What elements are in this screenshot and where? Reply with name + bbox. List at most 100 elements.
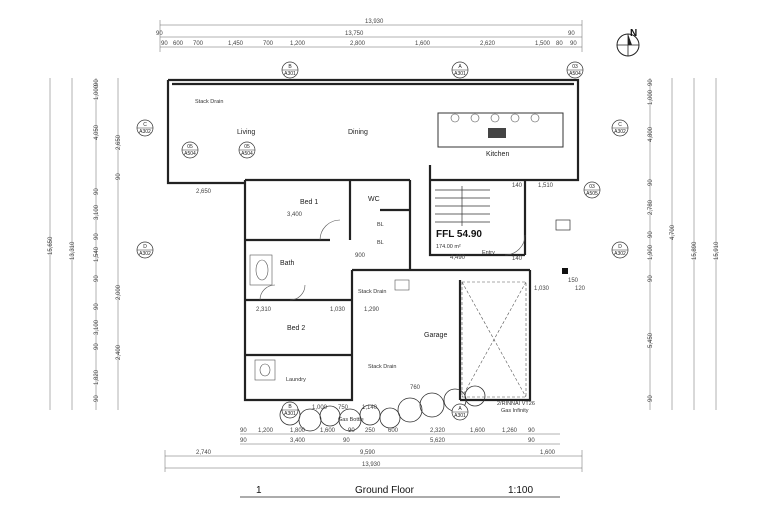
dim-120: 120 (575, 286, 586, 292)
detail-marker-05-a504-a: 05 A504 (181, 141, 199, 159)
marker-03-ref: A504 (569, 71, 581, 77)
top-seg-10: 80 (556, 41, 563, 47)
left-dim-11: 90 (94, 303, 100, 310)
section-marker-a-top: A A301 (451, 61, 469, 79)
section-marker-c-right: C A302 (611, 119, 629, 137)
top-overall-dim: 13,930 (365, 19, 384, 25)
dim-2650: 2,650 (196, 189, 212, 195)
north-label: N (630, 28, 637, 39)
right-dimension-lines (649, 78, 717, 410)
room-kitchen: Kitchen (486, 151, 509, 158)
top-seg-9: 1,500 (535, 41, 551, 47)
right-dim-6: 1,900 (648, 244, 654, 260)
top-seg-0: 90 (161, 41, 168, 47)
landscape-shrubs (279, 385, 486, 432)
dim-4490: 4,490 (450, 255, 466, 261)
bath-fixtures (249, 254, 410, 381)
left-dim-7: 90 (94, 233, 100, 240)
room-dining: Dining (348, 129, 368, 136)
marker-05a-ref: A504 (184, 151, 196, 157)
marker-b-bottom-letter: B (288, 404, 292, 410)
bot1-dim-7: 2,320 (430, 428, 446, 434)
dim-2310: 2,310 (256, 307, 272, 313)
rinnai-note-1: 2/RINNAI VT26 (497, 401, 535, 407)
left-dim-4: 2,650 (116, 134, 122, 150)
detail-marker-05-a504-b: 05 A504 (238, 141, 256, 159)
marker-a-top-ref: A301 (454, 71, 466, 77)
top-end-dim-right: 90 (568, 31, 575, 37)
top-dimension-lines (159, 20, 583, 52)
marker-c-right-letter: C (618, 122, 622, 128)
bot1-dim-2: 1,800 (290, 428, 306, 434)
ffl-label: FFL 54.90 (436, 229, 482, 240)
top-seg-1: 600 (173, 41, 184, 47)
left-dim-16: 90 (94, 395, 100, 402)
top-seg-2: 700 (193, 41, 204, 47)
gas-bottle-note: Gas Bottle (338, 417, 364, 423)
right-dim-1: 1,000 (648, 89, 654, 105)
dim-140-b: 140 (512, 256, 523, 262)
marker-b-top-letter: B (288, 64, 292, 70)
room-bl-1: BL (377, 222, 384, 228)
right-dim-3: 90 (648, 179, 654, 186)
top-seg-8: 2,620 (480, 41, 496, 47)
marker-c-left-ref: A302 (139, 129, 151, 135)
bot2-dim-1: 3,400 (290, 438, 306, 444)
bot1-dim-0: 90 (240, 428, 247, 434)
bottom-dimension-lines (164, 433, 583, 472)
drawing-number: 1 (256, 485, 262, 496)
left-dim-17: 15,650 (48, 236, 54, 255)
top-seg-7: 1,600 (415, 41, 431, 47)
bottom-dims-row1: 90 1,200 1,800 1,600 90 250 600 2,320 1,… (240, 428, 535, 434)
right-dims: 90 1,000 4,800 90 2,780 90 1,900 90 5,45… (648, 79, 720, 402)
section-marker-d-left: D A302 (136, 241, 154, 259)
left-dim-5: 90 (94, 188, 100, 195)
top-seg-3: 1,450 (228, 41, 244, 47)
left-dim-12: 3,100 (94, 319, 100, 335)
bottom-overall-dim: 13,930 (362, 462, 381, 468)
marker-03-num: 03 (572, 64, 578, 70)
bot1-dim-3: 1,600 (320, 428, 336, 434)
room-entry: Entry (482, 250, 495, 256)
left-dimension-lines (49, 78, 119, 410)
building-walls (166, 78, 580, 402)
bot2-dim-3: 5,620 (430, 438, 446, 444)
left-dim-1: 1,000 (94, 84, 100, 100)
dim-1290: 1,290 (364, 307, 380, 313)
bottom-dims-row3: 2,740 9,590 1,600 (196, 450, 556, 456)
room-bed1: Bed 1 (300, 199, 318, 206)
top-seg-6: 2,800 (350, 41, 366, 47)
left-dim-9: 90 (94, 275, 100, 282)
dim-1030-b: 1,030 (534, 286, 550, 292)
stack-drain-note-3: Stack Drain (368, 364, 396, 370)
meter-box-icon (555, 219, 571, 231)
bot2-dim-2: 90 (343, 438, 350, 444)
right-dim-11: 15,910 (714, 241, 720, 260)
dim-3400: 3,400 (287, 212, 303, 218)
right-dim-12: 4,700 (670, 224, 676, 240)
top-inner-dim: 13,750 (345, 31, 364, 37)
left-dim-8: 1,540 (94, 246, 100, 262)
marker-03b-num: 03 (589, 184, 595, 190)
right-dim-4: 2,780 (648, 199, 654, 215)
bot3-dim-0: 2,740 (196, 450, 212, 456)
room-garage: Garage (424, 332, 447, 339)
left-dim-14: 2,400 (116, 344, 122, 360)
top-seg-4: 700 (263, 41, 274, 47)
room-bath: Bath (280, 260, 295, 267)
north-arrow-icon (616, 33, 640, 57)
right-dim-0: 90 (648, 79, 654, 86)
dim-760: 760 (410, 385, 421, 391)
dim-900: 900 (355, 253, 366, 259)
dim-1030: 1,030 (330, 307, 346, 313)
room-bl-2: BL (377, 240, 384, 246)
marker-03b-ref: A505 (586, 191, 598, 197)
bottom-dims-row2: 90 3,400 90 5,620 90 (240, 438, 535, 444)
marker-d-right-ref: A302 (614, 251, 626, 257)
room-bed2: Bed 2 (287, 325, 305, 332)
room-laundry: Laundry (286, 377, 306, 383)
drawing-scale: 1:100 (508, 485, 533, 496)
left-dim-2: 4,050 (94, 124, 100, 140)
marker-c-right-ref: A302 (614, 129, 626, 135)
